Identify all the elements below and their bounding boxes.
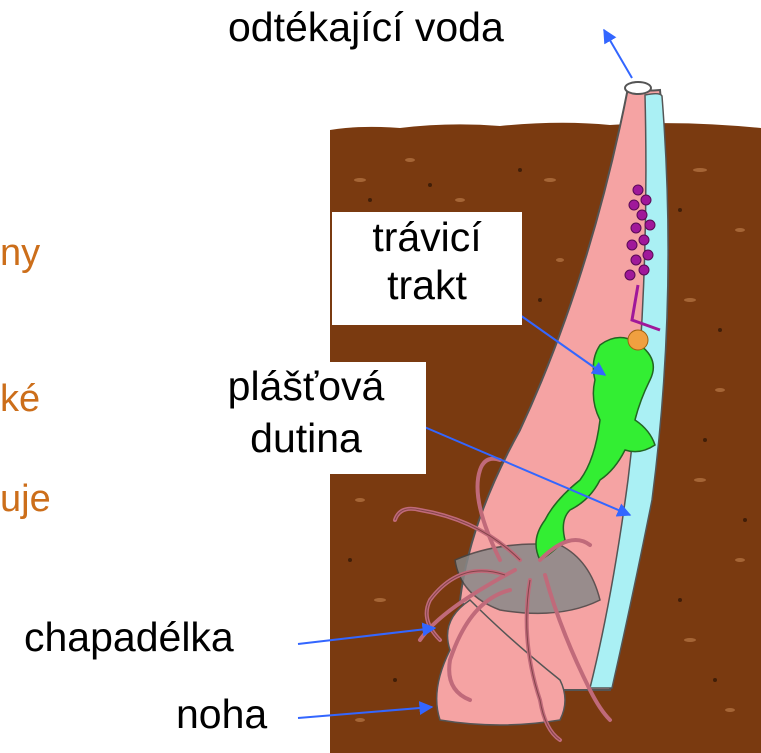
- label-tentacles: chapadélka: [24, 614, 234, 661]
- label-mantle-line1: plášťová: [196, 363, 416, 410]
- label-digestive-line1: trávicí: [352, 214, 502, 261]
- side-text-fragment-1: ny: [0, 232, 40, 275]
- label-mantle-line2: dutina: [196, 415, 416, 462]
- label-outflowing-water: odtékající voda: [228, 4, 504, 51]
- side-text-fragment-3: uje: [0, 478, 51, 521]
- label-foot: noha: [176, 691, 267, 738]
- side-text-fragment-2: ké: [0, 378, 40, 421]
- label-digestive-line2: trakt: [352, 262, 502, 309]
- arrow-water: [604, 30, 632, 78]
